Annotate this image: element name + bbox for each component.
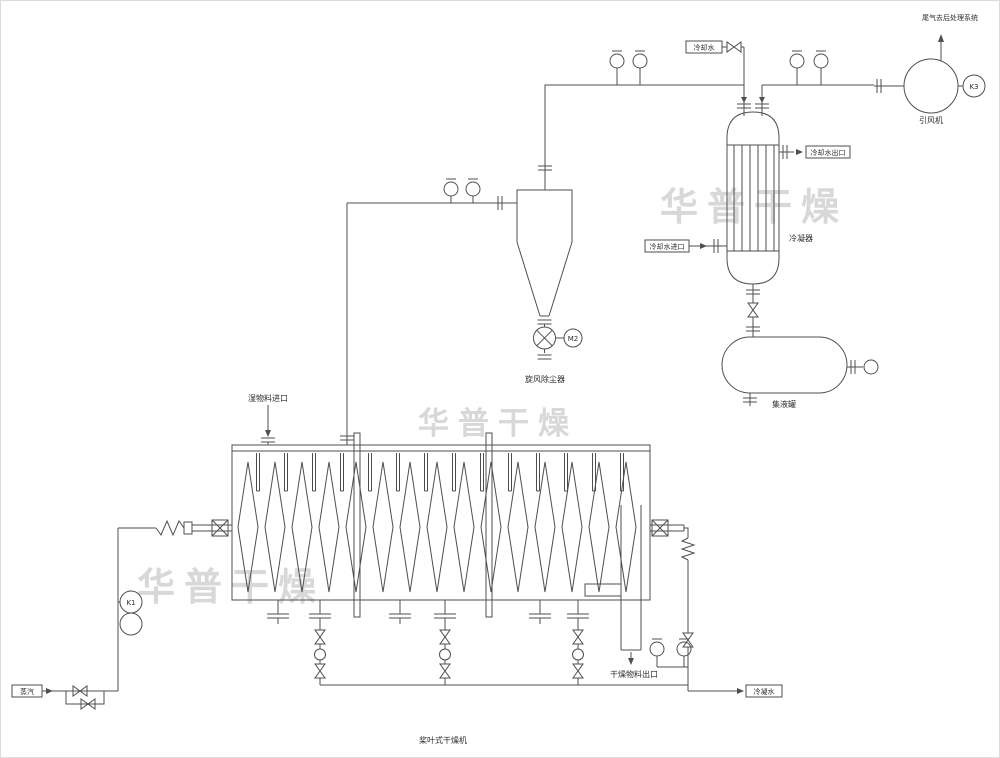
- exhaust-gas-duct: [537, 84, 874, 190]
- dryer-shell: [231, 444, 651, 601]
- coupling: [183, 521, 193, 535]
- instrument-circle: [609, 50, 625, 69]
- instrument-circle: [632, 50, 648, 69]
- wet-material-inlet: 湿物料进口: [248, 393, 288, 445]
- dry-material-outlet-label: 干燥物料出口: [610, 669, 658, 679]
- fan-circle: [903, 58, 959, 114]
- discharge-chute: 干燥物料出口: [584, 505, 658, 679]
- flange: [260, 437, 276, 443]
- watermark-text: 华普干燥: [137, 565, 325, 609]
- drain-cap: [528, 599, 552, 625]
- left-drive: K1: [117, 519, 232, 691]
- instrument-circle: [863, 359, 879, 375]
- steam-trap: [572, 617, 584, 686]
- tank-shell: [721, 336, 848, 394]
- flange: [537, 354, 552, 360]
- valve-icon: [682, 632, 694, 648]
- top-water-line: 冷却水: [685, 40, 745, 85]
- watermark-text: 华普干燥: [660, 185, 848, 229]
- instrument-circle: [443, 178, 459, 197]
- steam-trap: [314, 617, 326, 686]
- cyclone-motor-tag: M2: [568, 335, 579, 343]
- bearing-box: [211, 519, 229, 537]
- jacket-drains: [266, 599, 688, 686]
- condensate-label: 冷凝水: [754, 687, 775, 696]
- label-box: [745, 684, 783, 698]
- instrument-circle: [649, 638, 665, 657]
- instrument-circle: [813, 50, 829, 69]
- support-bar: [353, 432, 361, 618]
- steam-trap: [439, 617, 451, 686]
- rotary-joint-spring: [680, 537, 696, 561]
- watermark-text: 华普干燥: [418, 406, 578, 442]
- cyclone-label: 旋风除尘器: [525, 374, 565, 384]
- bearing-box: [651, 519, 669, 537]
- instrument-circle: [465, 178, 481, 197]
- tank-label: 集液罐: [772, 399, 796, 409]
- condenser: 冷却水出口 冷却水进口 冷凝器: [644, 103, 851, 337]
- steam-label: 蒸汽: [20, 687, 34, 696]
- condenser-label: 冷凝器: [789, 233, 813, 243]
- paddle-dryer: 干燥物料出口: [231, 432, 658, 679]
- watermark-group: 华普干燥 华普干燥 华普干燥: [137, 185, 848, 609]
- right-bearing-and-condensate-line: 冷凝水: [649, 519, 783, 698]
- drain-cap: [388, 599, 412, 625]
- wet-material-inlet-label: 湿物料进口: [248, 393, 288, 403]
- gas-line-instruments: [609, 50, 829, 85]
- drawing-title: 桨叶式干燥机: [419, 735, 467, 745]
- cyclone-separator: M2 旋风除尘器: [347, 178, 583, 384]
- rotary-joint-spring: [155, 519, 185, 537]
- steam-inlet: 蒸汽: [11, 684, 118, 710]
- vapor-riser: [339, 203, 355, 445]
- cooling-water-out-label: 冷却水出口: [811, 148, 846, 157]
- flange: [537, 319, 552, 325]
- instrument-circle: [119, 612, 143, 636]
- valve-icon: [747, 302, 759, 318]
- instrument-circle: [789, 50, 805, 69]
- top-water-label: 冷却水: [694, 43, 715, 52]
- fan-motor-circle: [962, 74, 986, 98]
- condensate-tank: 集液罐: [721, 336, 879, 409]
- cyclone-motor-circle: [563, 328, 583, 348]
- support-bar: [485, 432, 493, 618]
- fan-motor-tag: K3: [969, 83, 978, 91]
- fan-label: 引风机: [919, 115, 943, 125]
- label-box: [805, 145, 851, 159]
- dryer-motor-tag: K1: [126, 599, 135, 607]
- exhaust-fan: 尾气去后处理系统 K3 引风机: [874, 13, 986, 125]
- exhaust-label: 尾气去后处理系统: [922, 13, 978, 22]
- cooling-water-in-label: 冷却水进口: [650, 242, 685, 251]
- valve-icon: [726, 41, 742, 53]
